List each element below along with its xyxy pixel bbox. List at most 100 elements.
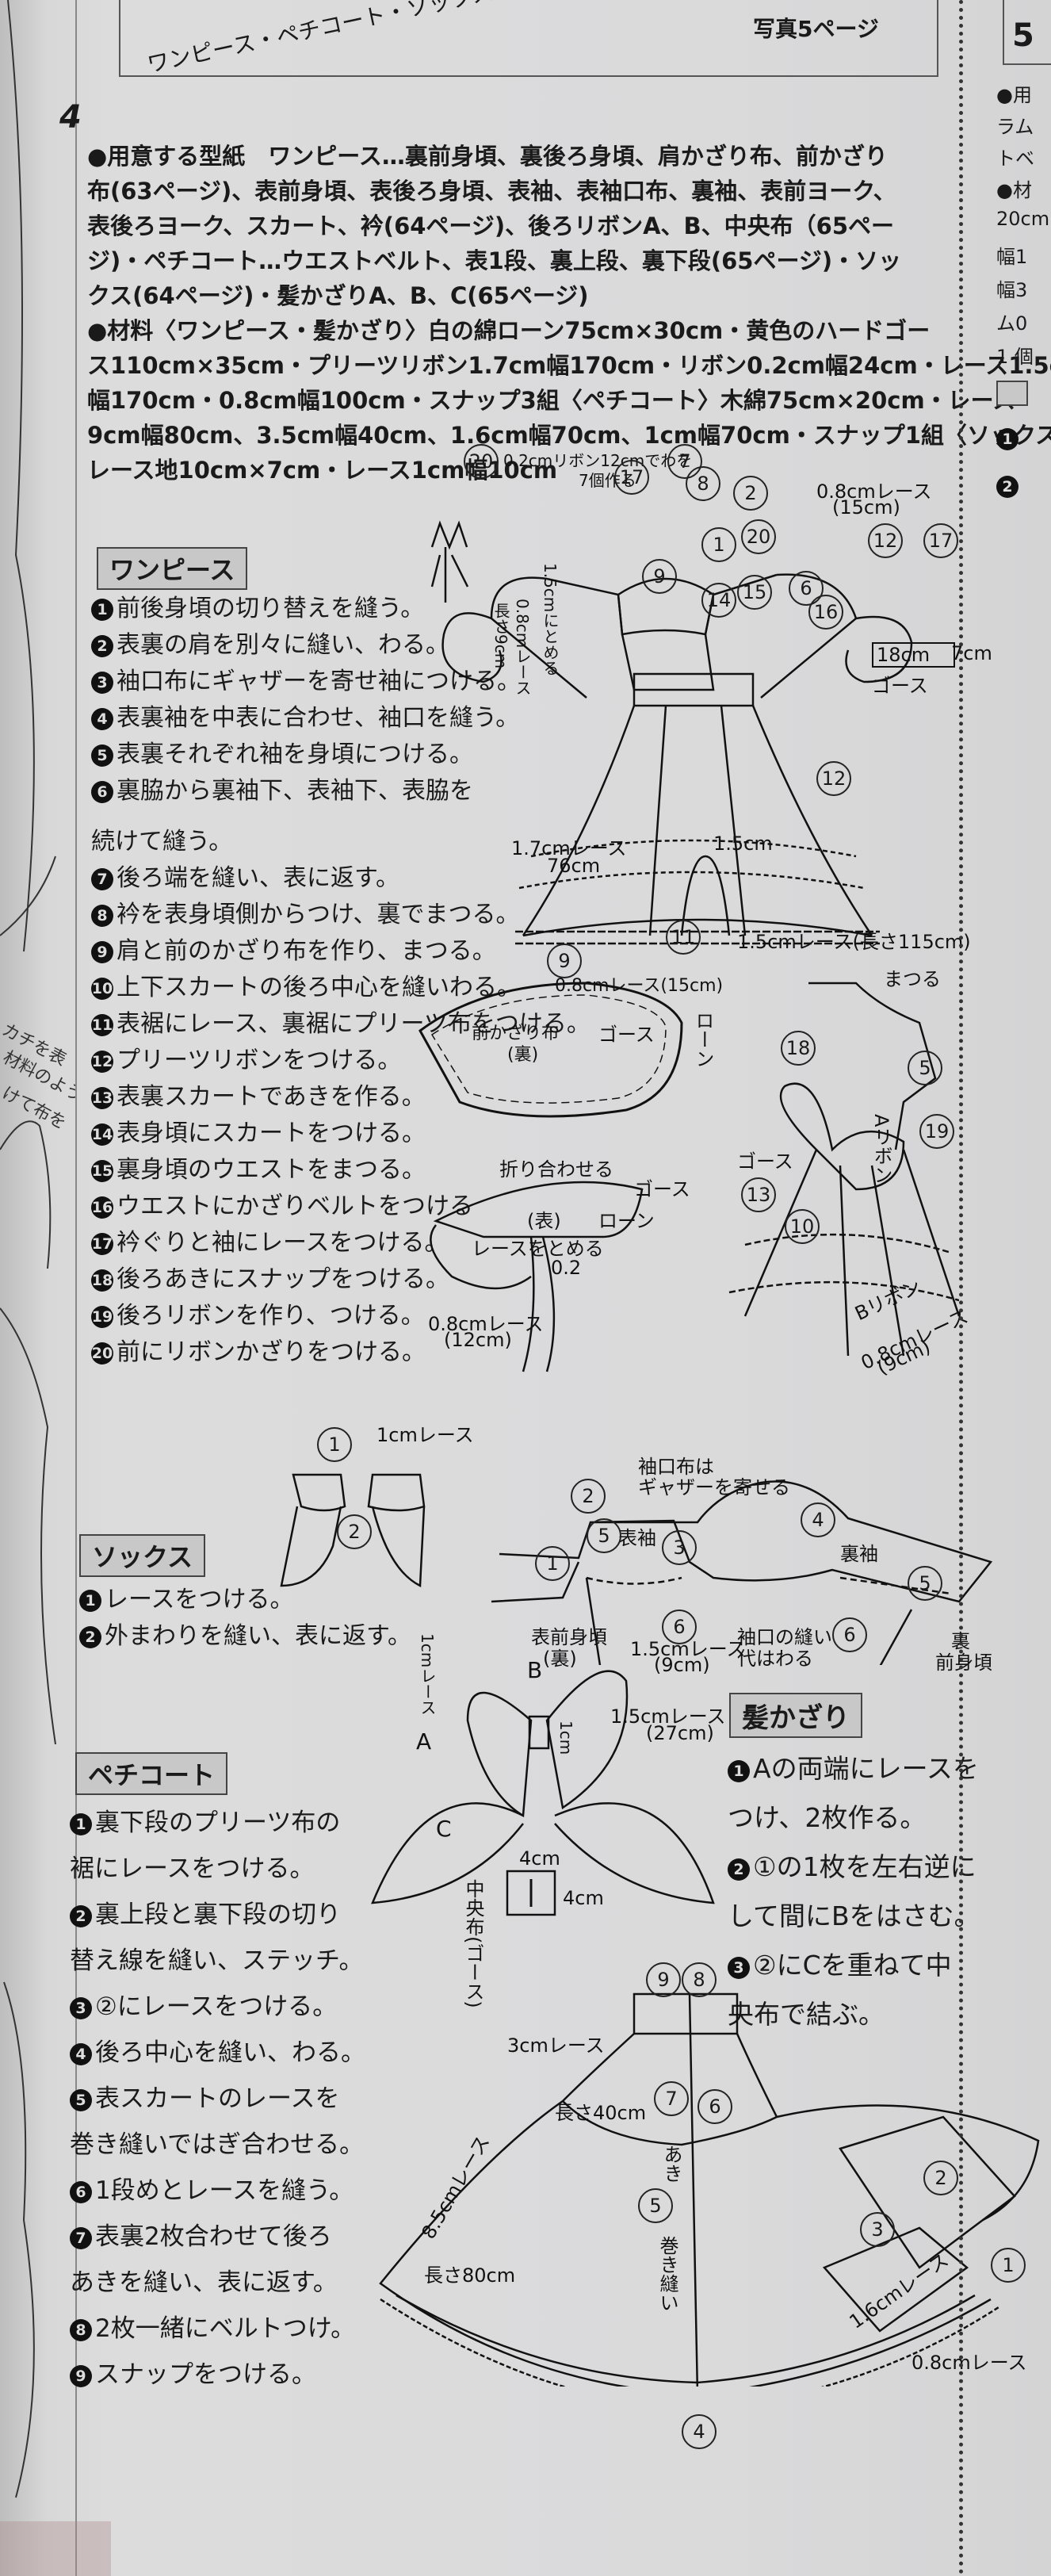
materials-line: ジ)・ペチコート…ウエストベルト、表1段、裏上段、裏下段(65ページ)・ソッ (87, 247, 902, 274)
dress-front-diagram: 20 0.2cmリボン12cmでわを 7個作る 7 8 17 2 1 20 9 … (349, 444, 992, 955)
materials-line: クス(64ページ)・髪かざりA、B、C(65ページ) (87, 282, 589, 309)
belt-height: 7cm (951, 642, 992, 664)
callout-17: 17 (923, 523, 958, 558)
step-item-cont: つけ、2枚作る。 (728, 1802, 927, 1833)
whipstitch-label: 巻き縫い (656, 2236, 678, 2312)
seam-note-1: 袖口の縫い (737, 1626, 832, 1648)
dress-back-drawing (728, 982, 961, 1357)
callout-2: 2 (923, 2161, 958, 2195)
section-5-label-box (996, 381, 1028, 406)
callout-1: 1 (317, 1427, 352, 1462)
front-deco-sub: (裏) (507, 1045, 539, 1065)
callout-1: 1 (991, 2248, 1026, 2283)
lace-15-9-len: (9cm) (654, 1654, 710, 1676)
step-item-cont: 裾にレースをつける。 (70, 1854, 315, 1883)
lace-3cm-label: 3cmレース (507, 2034, 605, 2057)
text-fragment: 1 個 (996, 346, 1034, 368)
lace-15-9-label: 1.5cmレース (630, 1638, 746, 1660)
step-item-cont: 巻き縫いではぎ合わせる。 (70, 2130, 365, 2159)
lace-15-label: 1.5cm (713, 833, 773, 855)
section-header-box (119, 0, 938, 77)
petticoat-diagram: 9 8 3cmレース 長さ40cm 長さ80cm 8.5cmレース あき 巻き縫… (365, 1935, 1046, 2449)
lawn-label: ローン (598, 1210, 655, 1232)
callout-5: 5 (587, 1518, 621, 1553)
text-fragment: ●材 (996, 179, 1032, 201)
callout-11: 11 (666, 920, 701, 955)
lace-label: 0.8cmレース (816, 480, 932, 503)
section-5-header-box (1003, 0, 1051, 65)
section-5-number: 5 (1012, 17, 1034, 54)
cuff-lace-label: 0.8cmレース (513, 599, 532, 696)
callout-6: 6 (832, 1617, 867, 1652)
petticoat-section-label: ペチコート (75, 1752, 228, 1795)
text-fragment: 幅1 (996, 246, 1028, 268)
callout-4: 4 (801, 1502, 835, 1537)
callout-4: 4 (682, 2414, 717, 2449)
lace-08-label: 0.8cmレース (912, 2352, 1027, 2374)
center-cloth-label: 中央布(ゴース) (462, 1879, 484, 2008)
materials-line: ●用意する型紙 ワンピース…裏前身頃、裏後ろ身頃、肩かざり布、前かざり (87, 143, 888, 170)
lace-length: (12cm) (444, 1329, 512, 1351)
cuff-length: 長さ9cm (491, 603, 510, 669)
text-fragment: 20cm (996, 208, 1050, 230)
callout-9: 9 (646, 1962, 681, 1997)
text-fragment: トベ (996, 147, 1034, 170)
hem-lace-label: 1.5cmレース(長さ115cm) (737, 931, 971, 953)
materials-line: ス110cm×35cm・プリーツリボン1.7cm幅170cm・リボン0.2cm幅… (87, 352, 1051, 379)
step-item-cont: 続けて縫う。 (91, 828, 233, 855)
socks-diagram: 1 2 1cmレース (269, 1419, 474, 1594)
face-label: (表) (527, 1210, 561, 1232)
callout-6: 6 (789, 571, 824, 606)
width-4cm: 4cm (519, 1847, 560, 1870)
seam-note-2: 代はわる (737, 1648, 813, 1670)
onepiece-section-label: ワンピース (97, 547, 248, 590)
callout-5: 5 (908, 1566, 942, 1601)
length-80cm: 長さ80cm (424, 2264, 516, 2287)
text-fragment: ラム (996, 116, 1034, 138)
callout-2: 2 (571, 1479, 606, 1514)
lace-length: (15cm) (832, 496, 900, 519)
text-fragment: ム0 (996, 312, 1028, 335)
length-40cm: 長さ40cm (555, 2102, 647, 2124)
lace-label: 0.8cmレース (428, 1313, 544, 1335)
materials-line: 布(63ページ)、表前身頃、表後ろ身頃、表袖、表袖口布、裏袖、表前ヨーク、 (87, 178, 896, 205)
adjacent-left-page: カチを表 材料のよう けて布を (0, 0, 77, 2576)
step-num: 1 (996, 428, 1022, 450)
opening-label: あき (660, 2145, 682, 2183)
outer-sleeve-label: 表袖 (618, 1527, 656, 1549)
lawn-label: ローン (692, 1011, 714, 1068)
callout-9: 9 (642, 559, 677, 594)
callout-18: 18 (781, 1031, 816, 1066)
piece-b-label: B (527, 1657, 543, 1683)
callout-3: 3 (662, 1530, 697, 1565)
ribbon-note: 0.2cmリボン12cmでわを (503, 451, 693, 470)
callout-3: 3 (860, 2212, 895, 2247)
column-divider (959, 0, 963, 2576)
callout-10: 10 (785, 1209, 820, 1244)
callout-2: 2 (337, 1514, 372, 1549)
fold-note: 折り合わせる (499, 1158, 613, 1181)
front-bodice-sub: (裏) (543, 1648, 577, 1670)
callout-6: 6 (662, 1610, 697, 1644)
left-page-drawing (0, 0, 56, 2498)
hair-ornament-section-label: 髪かざり (729, 1693, 862, 1738)
gauze-label: ゴース (598, 1024, 655, 1046)
